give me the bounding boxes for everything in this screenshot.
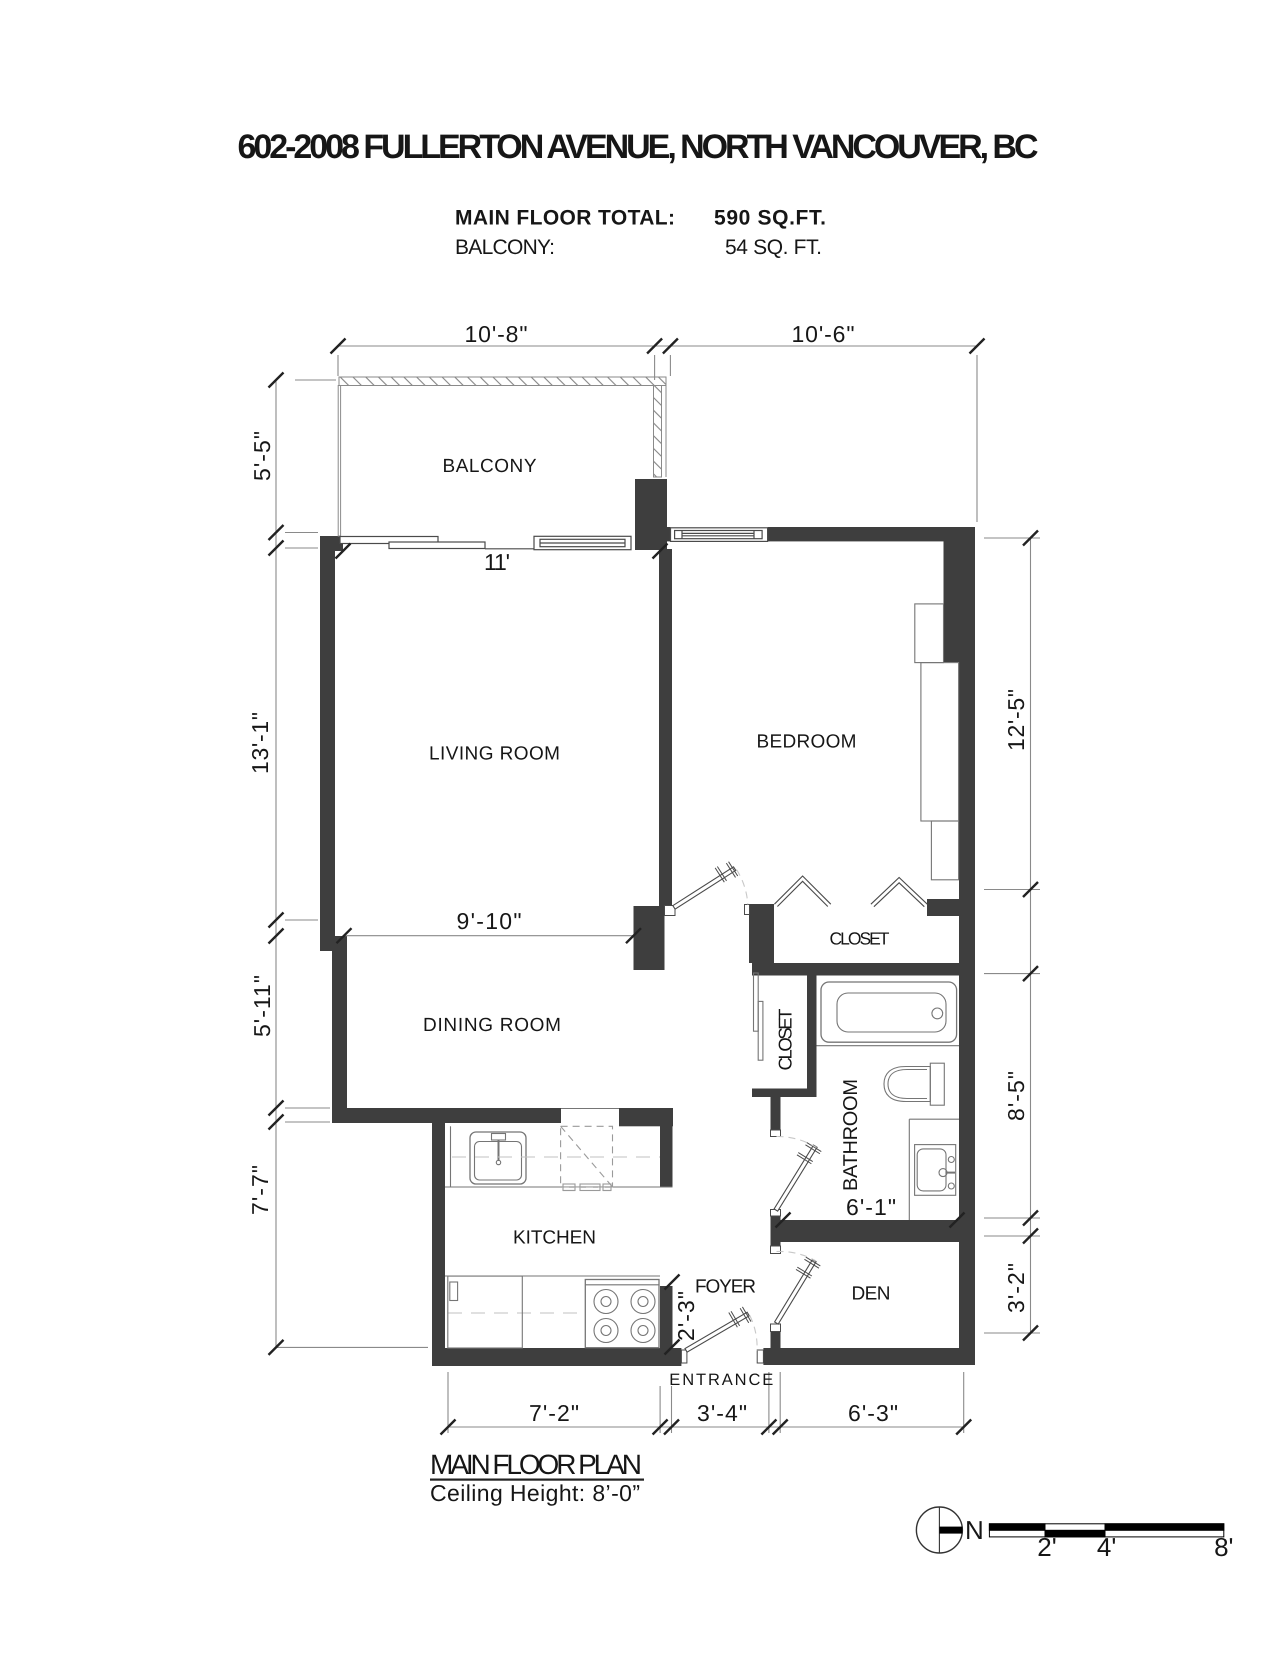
svg-text:3'-4": 3'-4"	[697, 1400, 747, 1426]
svg-text:7'-7": 7'-7"	[247, 1165, 273, 1215]
svg-text:8'-5": 8'-5"	[1003, 1071, 1029, 1121]
svg-text:MAIN FLOOR TOTAL:: MAIN FLOOR TOTAL:	[455, 207, 675, 230]
svg-text:5'-5": 5'-5"	[249, 431, 275, 481]
svg-text:602-2008 FULLERTON AVENUE, NOR: 602-2008 FULLERTON AVENUE, NORTH VANCOUV…	[238, 128, 1039, 166]
svg-text:DEN: DEN	[852, 1284, 891, 1305]
svg-text:ENTRANCE: ENTRANCE	[669, 1371, 773, 1389]
svg-text:3'-2": 3'-2"	[1003, 1263, 1029, 1313]
svg-text:6'-3": 6'-3"	[848, 1400, 898, 1426]
svg-text:2': 2'	[1037, 1532, 1056, 1562]
svg-text:CLOSET: CLOSET	[775, 1009, 796, 1071]
svg-text:10'-6": 10'-6"	[792, 321, 855, 347]
svg-text:590 SQ.FT.: 590 SQ.FT.	[714, 207, 826, 230]
svg-text:LIVING ROOM: LIVING ROOM	[429, 744, 560, 765]
svg-text:BATHROOM: BATHROOM	[840, 1079, 862, 1191]
svg-text:10'-8": 10'-8"	[465, 321, 528, 347]
svg-text:9'-10": 9'-10"	[457, 908, 522, 934]
svg-text:BEDROOM: BEDROOM	[757, 732, 857, 753]
svg-text:N: N	[965, 1515, 984, 1545]
svg-text:MAIN FLOOR PLAN: MAIN FLOOR PLAN	[430, 1449, 642, 1480]
svg-text:BALCONY: BALCONY	[443, 456, 537, 477]
svg-text:12'-5": 12'-5"	[1003, 689, 1029, 751]
svg-text:54 SQ. FT.: 54 SQ. FT.	[725, 236, 822, 259]
svg-text:6'-1": 6'-1"	[846, 1194, 896, 1220]
svg-text:CLOSET: CLOSET	[830, 929, 890, 949]
svg-text:Ceiling Height: 8’-0”: Ceiling Height: 8’-0”	[430, 1480, 640, 1506]
svg-text:8': 8'	[1214, 1532, 1233, 1562]
svg-text:BALCONY:: BALCONY:	[455, 236, 555, 259]
svg-text:11': 11'	[484, 549, 510, 575]
svg-text:DINING ROOM: DINING ROOM	[423, 1015, 561, 1036]
svg-text:4': 4'	[1097, 1532, 1116, 1562]
svg-text:13'-1": 13'-1"	[247, 712, 273, 774]
svg-text:2'-3": 2'-3"	[673, 1291, 699, 1341]
svg-text:FOYER: FOYER	[695, 1277, 756, 1298]
svg-text:7'-2": 7'-2"	[529, 1400, 579, 1426]
svg-text:KITCHEN: KITCHEN	[513, 1228, 596, 1249]
svg-text:5'-11": 5'-11"	[249, 975, 275, 1037]
